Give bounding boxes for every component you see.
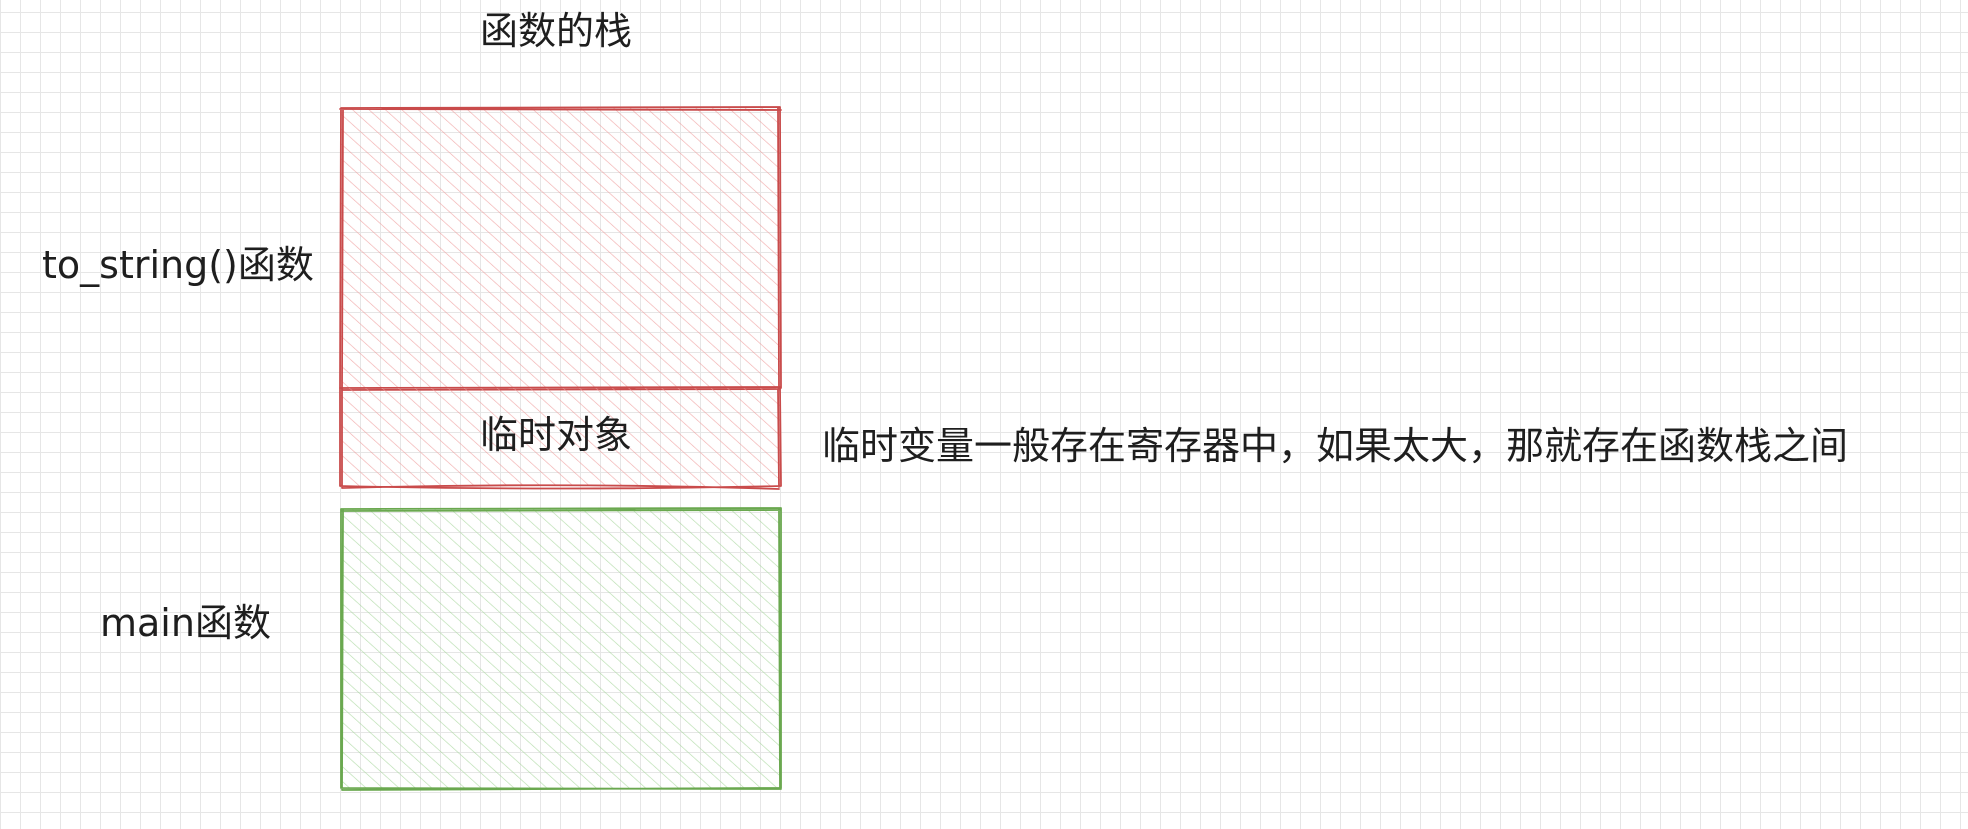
temp-object-block[interactable]: [339, 387, 782, 490]
to-string-frame-block[interactable]: [339, 106, 782, 391]
main-frame-block[interactable]: [340, 507, 782, 791]
to-string-frame-label: to_string()函数: [42, 243, 314, 287]
main-frame-label: main函数: [100, 601, 271, 645]
diagram-title: 函数的栈: [480, 9, 633, 53]
note-text: 临时变量一般存在寄存器中，如果太大，那就存在函数栈之间: [822, 424, 1849, 468]
temp-object-label: 临时对象: [480, 413, 633, 457]
